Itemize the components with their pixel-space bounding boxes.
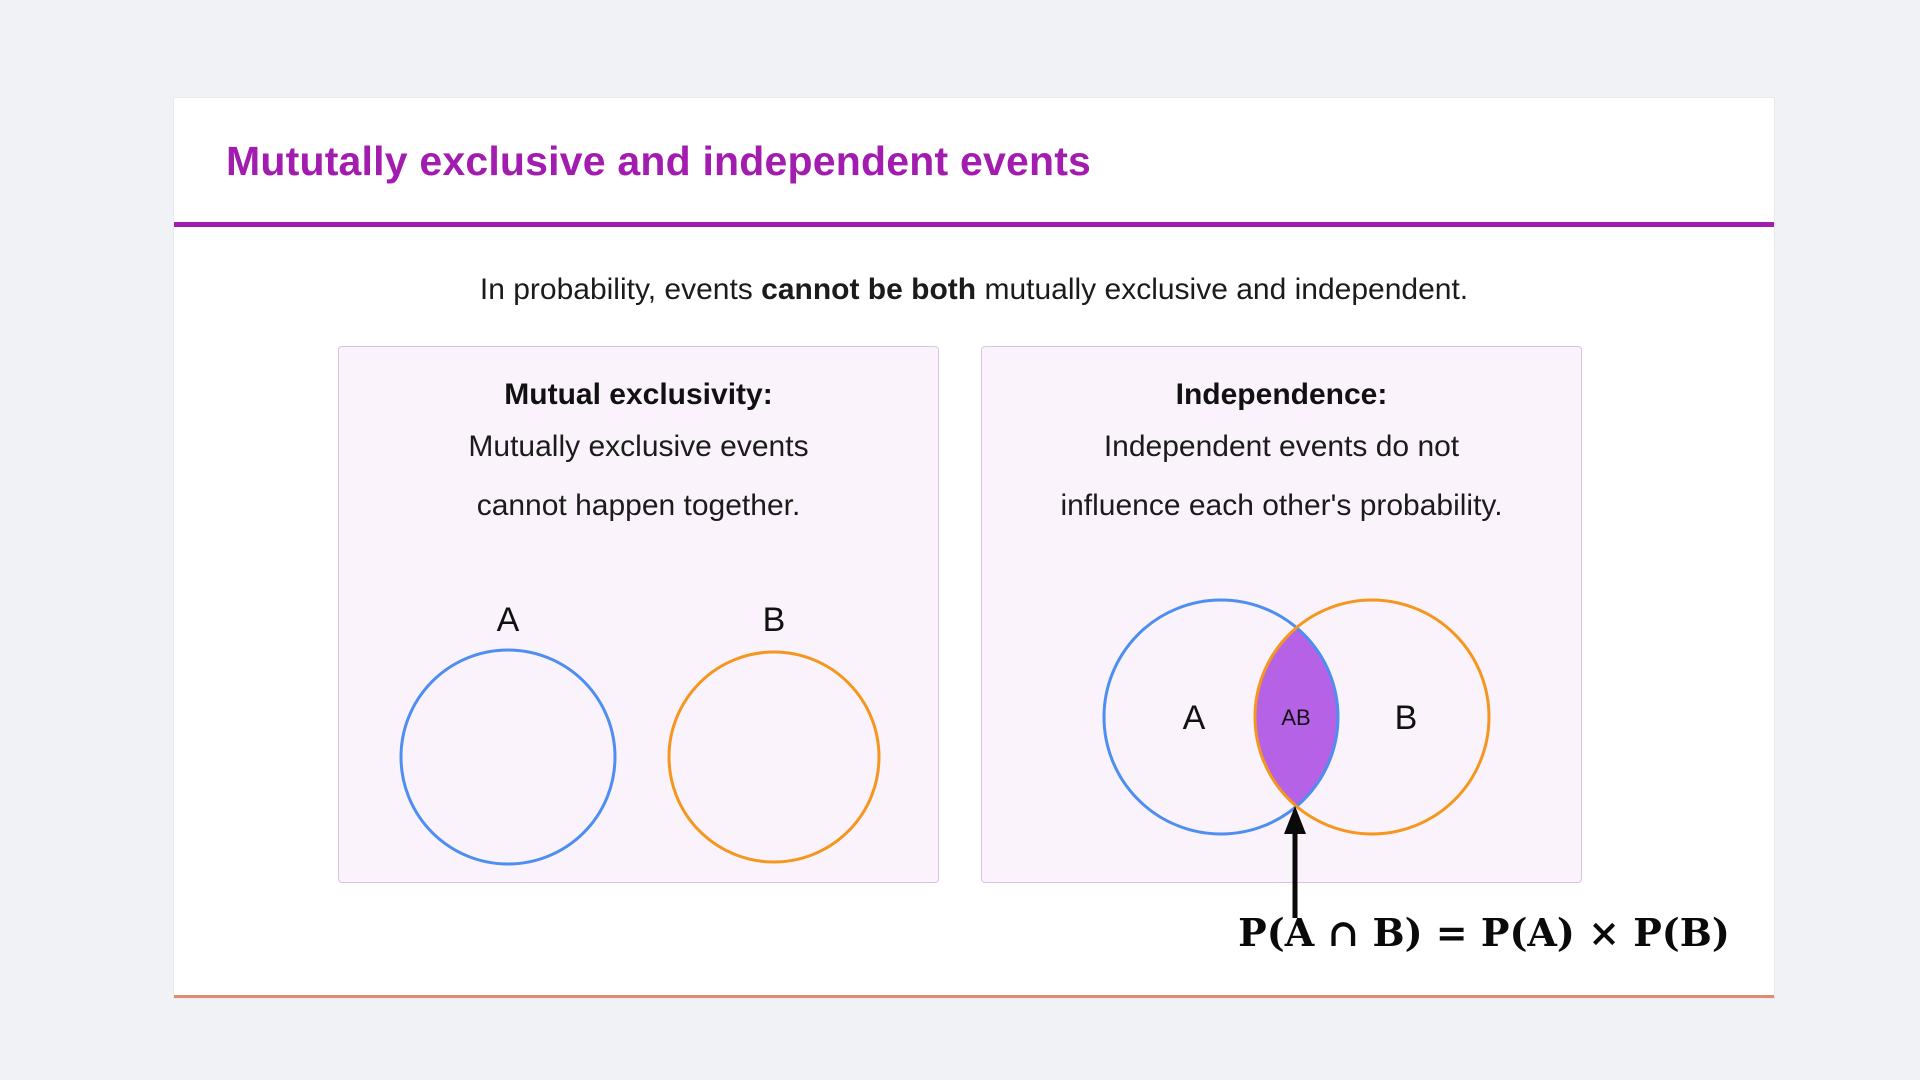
intersection-arrow-head bbox=[1284, 806, 1306, 834]
venn-circle-a-outline bbox=[1102, 598, 1340, 836]
intro-text: In probability, events cannot be both mu… bbox=[174, 270, 1774, 310]
circle-b-label: B bbox=[763, 601, 786, 639]
mutual-exclusivity-panel: Mutual exclusivity: Mutually exclusive e… bbox=[338, 346, 939, 883]
independence-line2: influence each other's probability. bbox=[1060, 489, 1503, 522]
intro-text-bold: cannot be both bbox=[761, 273, 977, 306]
intersection-arrow bbox=[1284, 806, 1306, 918]
venn-circle-b-outline bbox=[1253, 598, 1491, 836]
circle-b-outline bbox=[667, 650, 881, 864]
mutual-exclusivity-line2: cannot happen together. bbox=[476, 489, 801, 522]
independence-line1: Independent events do not bbox=[1103, 430, 1460, 463]
circle-a-outline bbox=[399, 648, 617, 866]
mutual-exclusivity-heading: Mutual exclusivity: bbox=[504, 378, 773, 411]
mutual-exclusivity-line1: Mutually exclusive events bbox=[468, 430, 809, 463]
intro-text-pre: In probability, events bbox=[479, 273, 762, 306]
venn-intersection-fill bbox=[1255, 600, 1338, 834]
title-divider bbox=[174, 222, 1774, 227]
circle-a-label: A bbox=[497, 601, 520, 639]
venn-ab-label: AB bbox=[1281, 705, 1310, 730]
intro-text-post: mutually exclusive and independent. bbox=[976, 273, 1469, 306]
disjoint-circles-diagram: A B bbox=[399, 601, 881, 866]
venn-a-label: A bbox=[1183, 699, 1206, 737]
independence-panel: Independence: Independent events do not … bbox=[981, 346, 1582, 883]
probability-formula: P(A ∩ B) = P(A) × P(B) bbox=[1238, 910, 1730, 955]
independence-heading: Independence: bbox=[1175, 378, 1388, 411]
venn-diagram: A AB B bbox=[1102, 598, 1491, 836]
slide-card: Mututally exclusive and independent even… bbox=[174, 98, 1774, 998]
page-title: Mututally exclusive and independent even… bbox=[226, 138, 1092, 184]
venn-b-label: B bbox=[1395, 699, 1418, 737]
